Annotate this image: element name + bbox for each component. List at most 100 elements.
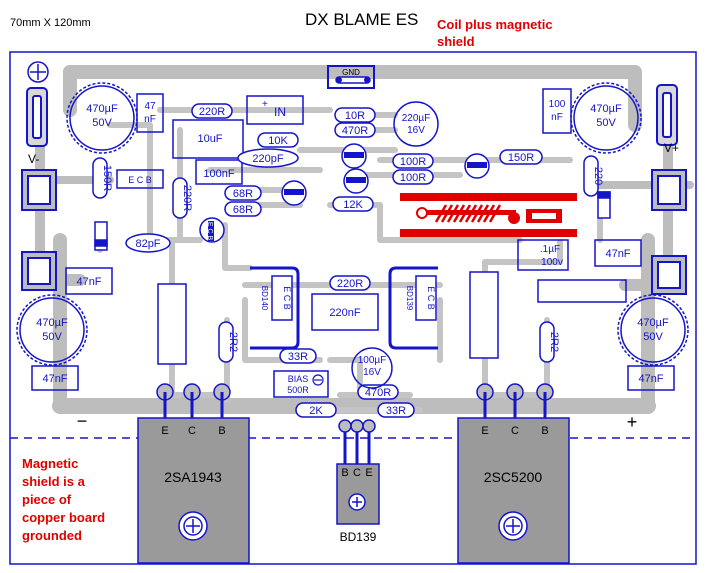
t-right-b: B [541,425,548,437]
ecb-small-label: E C B [206,222,213,241]
cap-01uf-v: 100v [541,257,563,268]
t-left-c: C [188,425,196,437]
power-connector-right [651,169,687,295]
mount-screw-left-icon [178,511,208,541]
cap-47nf-rm-label: 47nF [605,248,630,260]
cap-47nf-left-mid [65,267,113,295]
res-220r-vert-label: 220R [181,185,193,211]
bias-label-a: BIAS [288,374,309,384]
cap-47nf-bl-label: 47nF [42,373,67,385]
res-100r-b [392,169,434,185]
cap-82pf-label: 82pF [135,238,160,250]
diode-right [597,191,611,219]
cap-100uf-val: 100µF [358,355,387,366]
res-470r-top-label: 470R [342,125,368,137]
cap-100nf-top-a: 100 [549,99,566,110]
res-470r-top [334,122,376,138]
res-150r-left [92,157,108,199]
res-150r-right-label: 150R [508,152,534,164]
t-driver-c: C [353,467,361,479]
bd140-ecb: E C B [282,286,292,310]
cap-47nf-top-b: nF [144,114,156,125]
res-large-right [469,271,499,359]
cap-47nf-top-a: 47 [144,101,156,112]
res-33r-top-label: 33R [288,351,308,363]
res-150r-left-label: 150R [101,165,113,191]
cap-470uf-top-right [570,82,642,154]
board-title: DX BLAME ES [305,10,419,29]
cap-100uf [351,347,393,389]
res-100r-b-label: 100R [400,172,426,184]
res-68r-a [224,185,262,201]
cap-47nf-br-label: 47nF [638,373,663,385]
gnd-label: GND [342,68,360,77]
fuse-holder-left [26,87,48,147]
res-150r-right [499,149,543,165]
cap-470uf-tr-v: 50V [596,117,616,129]
res-33r-bot-label: 33R [386,405,406,417]
bd139-mid-label: BD139 [405,286,414,311]
res-2k-label: 2K [309,405,323,417]
cap-220uf-val: 220µF [402,113,431,124]
coil-shield-marking [400,193,577,237]
ecb-left-label: E C B [128,175,152,185]
cap-220nf-label: 220nF [329,307,360,319]
bias-trimmer [273,370,329,398]
bd140-label: BD140 [260,286,269,311]
res-470r-bot [357,384,399,400]
transistor-2sc5200-body [457,417,570,564]
cap-47nf-bl [31,365,79,391]
cap-100nf-mid [195,159,243,185]
res-2r2-left-label: 2R2 [227,332,239,352]
gnd-connector [327,65,375,89]
res-68r-b-label: 68R [233,204,253,216]
res-100r-a-label: 100R [400,156,426,168]
cap-01uf [517,239,569,271]
res-2k [295,402,337,418]
t-right-c: C [511,425,519,437]
shield-note-3: piece of [22,492,72,507]
t-driver-e: E [365,467,372,479]
cap-470uf-bottom-right [617,294,689,366]
cap-10uf [172,119,244,159]
res-10k [257,132,299,148]
res-10k-label: 10K [268,135,288,147]
res-2r2-left [218,321,234,363]
cap-47nf-br [627,365,675,391]
res-100r-a [392,153,434,169]
bd139-body [415,275,437,321]
cap-220uf [393,101,439,147]
res-220r-mid-label: 220R [337,278,363,290]
fuse-holder-right [656,84,678,146]
t-left-name: 2SA1943 [164,469,222,485]
res-12k-label: 12K [343,199,363,211]
res-220r-vert [172,177,188,219]
cap-470uf-br-val: 470µF [637,317,669,329]
res-68r-b [224,201,262,217]
t-driver-name: BD139 [340,530,377,544]
bd139-heatsink [388,266,438,350]
res-220r-mid [329,275,371,291]
power-connector-left [21,169,57,291]
in-label: IN [274,105,286,119]
in-connector [246,95,304,125]
board-outline [9,51,697,565]
cap-470uf-bl-val: 470µF [36,317,68,329]
cap-220nf [311,293,379,331]
res-10r-label: 10R [345,110,365,122]
res-68r-a-label: 68R [233,188,253,200]
cap-100nf-top-b: nF [551,112,563,123]
cap-470uf-bl-v: 50V [42,331,62,343]
board-dimensions: 70mm X 120mm [10,17,91,29]
cap-470uf-br-v: 50V [643,331,663,343]
cap-470uf-tl-v: 50V [92,117,112,129]
res-220r-top-label: 220R [199,106,225,118]
res-large-left [157,283,187,365]
cap-01uf-val: .1µF [540,244,560,255]
res-33r-bot [377,402,415,418]
res-220r-top [191,103,233,119]
cap-100uf-v: 16V [363,367,381,378]
mount-screw-right-icon [498,511,528,541]
v-plus-label: V+ [664,141,679,155]
